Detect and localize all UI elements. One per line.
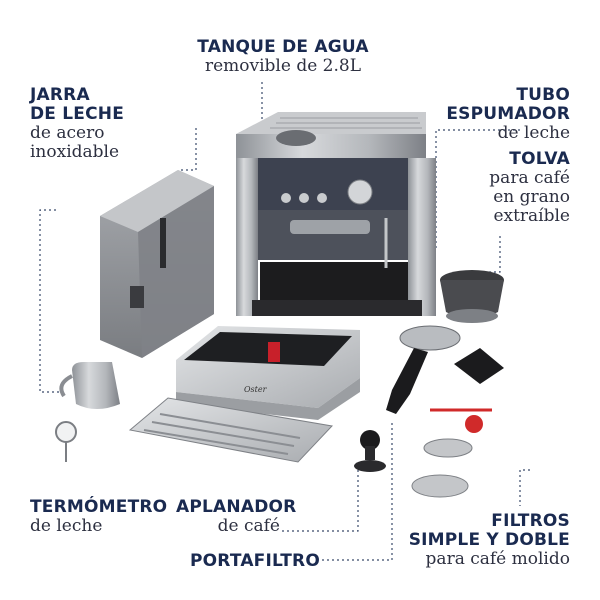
tamper-image — [354, 430, 386, 472]
label-steam-wand: TUBO ESPUMADOR de leche — [390, 85, 570, 144]
portafilter-title: PORTAFILTRO — [190, 551, 320, 571]
brand-logo: Oster — [244, 385, 267, 394]
thermometer-subtitle: de leche — [30, 516, 103, 537]
water-tank-image — [100, 170, 214, 358]
accessories-image — [411, 348, 504, 498]
hopper-subtitle-line3: extraíble — [493, 206, 570, 227]
hopper-subtitle-line1: para café — [489, 168, 570, 189]
label-water-tank: TANQUE DE AGUA removible de 2.8L — [178, 37, 388, 77]
water-tank-title: TANQUE DE AGUA — [197, 37, 369, 57]
label-tamper: APLANADOR de café — [176, 497, 297, 537]
milk-jug-title-line1: JARRA — [30, 85, 90, 105]
water-tank-subtitle: removible de 2.8L — [204, 56, 362, 77]
label-portafilter: PORTAFILTRO — [190, 551, 330, 571]
label-filters: FILTROS SIMPLE Y DOBLE para café molido — [390, 511, 570, 570]
filters-title-line1: FILTROS — [491, 511, 570, 531]
filters-subtitle: para café molido — [425, 549, 570, 570]
bean-hopper-image — [440, 270, 504, 323]
thermometer-image — [55, 421, 77, 462]
milk-jug-subtitle-line1: de acero — [30, 123, 105, 144]
label-hopper: TOLVA para café en grano extraíble — [430, 149, 570, 227]
filters-title-line2: SIMPLE Y DOBLE — [408, 530, 570, 551]
tamper-subtitle: de café — [217, 516, 280, 537]
milk-jug-subtitle-line2: inoxidable — [30, 142, 120, 163]
label-milk-jug: JARRA DE LECHE de acero inoxidable — [30, 85, 200, 163]
steam-wand-title: TUBO ESPUMADOR — [446, 85, 570, 125]
tamper-title: APLANADOR — [176, 497, 297, 517]
milk-jug-image — [59, 362, 120, 409]
thermometer-title: TERMÓMETRO — [30, 497, 168, 517]
steam-wand-subtitle: de leche — [497, 123, 570, 144]
drip-grate-image — [128, 397, 334, 463]
milk-jug-title-line2: DE LECHE — [30, 104, 125, 125]
label-thermometer: TERMÓMETRO de leche — [30, 497, 190, 537]
portafilter-image — [386, 325, 461, 414]
hopper-title: TOLVA — [509, 149, 570, 169]
drip-tray-image — [176, 326, 360, 420]
hopper-subtitle-line2: en grano — [493, 187, 570, 208]
espresso-machine-image — [236, 112, 436, 316]
